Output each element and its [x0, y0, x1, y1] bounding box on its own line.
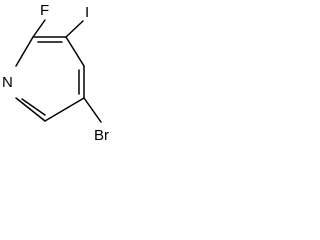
fluorine-label: F — [40, 2, 49, 19]
bond-c4-br — [83, 97, 102, 123]
bond-c3-i — [65, 20, 84, 38]
bond-c2-f — [32, 19, 46, 38]
bond-n1-c2 — [15, 36, 34, 67]
bond-c3-c4 — [65, 36, 85, 67]
bromine-label: Br — [94, 127, 109, 144]
iodine-label: I — [85, 4, 89, 21]
double-bond-c6-n1 — [21, 98, 46, 116]
bond-c5-c6 — [44, 97, 85, 122]
molecule-structure: N F I Br — [2, 2, 109, 144]
bond-c6-n1 — [15, 97, 46, 122]
nitrogen-label: N — [2, 74, 13, 91]
